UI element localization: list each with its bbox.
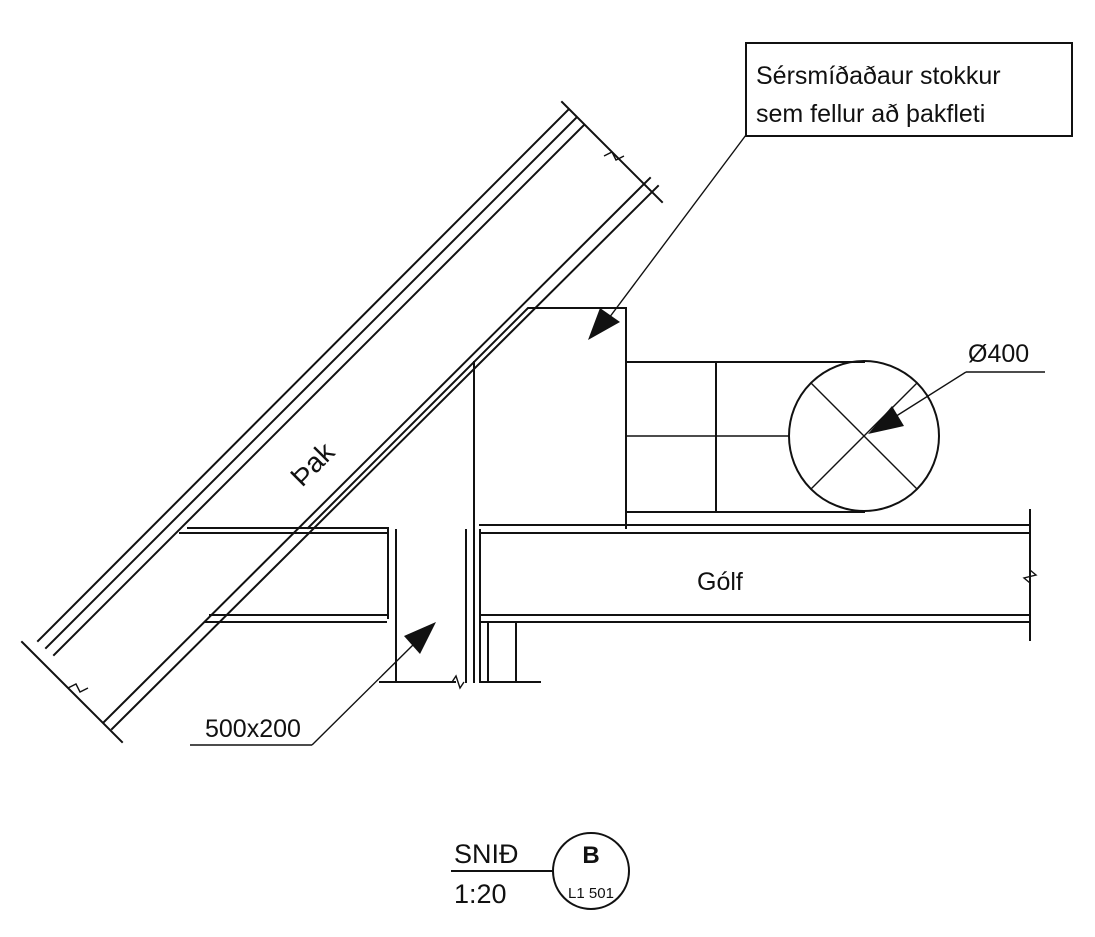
rect-duct-label: 500x200 xyxy=(205,715,301,743)
break-mark xyxy=(67,683,89,693)
custom-duct xyxy=(306,307,627,531)
scale-label: 1:20 xyxy=(454,879,507,909)
section-label: SNIÐ xyxy=(454,839,519,869)
round-duct xyxy=(625,360,940,513)
section-id: B xyxy=(582,842,599,869)
section-title-block: SNIÐ 1:20 B L1 501 xyxy=(451,832,630,910)
callout-text-line1: Sérsmíðaðaur stokkur xyxy=(756,62,1001,90)
rect-duct-vertical xyxy=(379,529,541,690)
floor-label: Gólf xyxy=(697,568,743,596)
roof-label: Þak xyxy=(284,435,341,492)
break-mark xyxy=(1022,569,1038,584)
round-duct-label: Ø400 xyxy=(968,340,1029,368)
callout-box xyxy=(745,42,1073,137)
floor-slab xyxy=(179,509,1038,641)
roof-slab xyxy=(20,100,664,744)
break-mark xyxy=(451,674,465,690)
break-mark xyxy=(603,151,625,161)
section-id-circle xyxy=(552,832,630,910)
round-duct-leader xyxy=(868,371,1045,434)
round-duct-section xyxy=(788,360,940,512)
callout-leader xyxy=(588,134,747,340)
sheet-ref: L1 501 xyxy=(568,885,614,902)
rect-duct-leader xyxy=(190,622,436,746)
callout-text-line2: sem fellur að þakfleti xyxy=(756,100,985,128)
